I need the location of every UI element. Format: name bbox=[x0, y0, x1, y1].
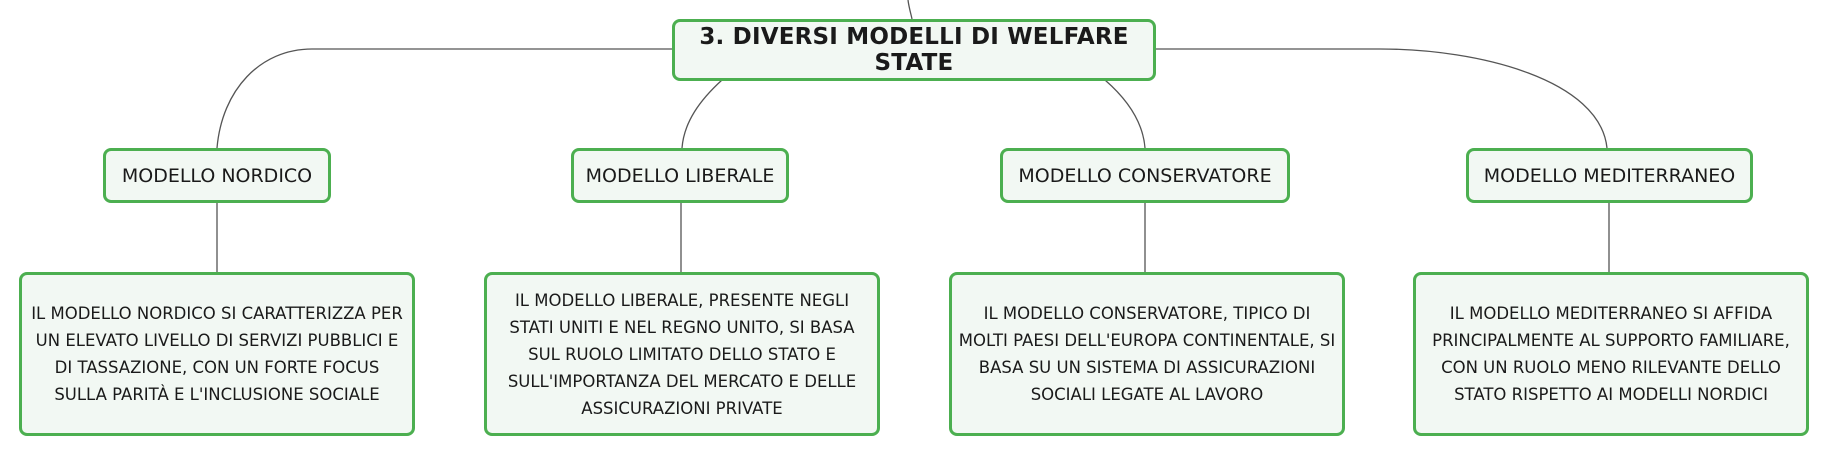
description-modello-nordico[interactable]: IL MODELLO NORDICO SI CARATTERIZZA PER U… bbox=[19, 272, 415, 436]
description-text: IL MODELLO MEDITERRANEO SI AFFIDA PRINCI… bbox=[1432, 304, 1790, 404]
topic-modello-nordico[interactable]: MODELLO NORDICO bbox=[103, 148, 331, 203]
topic-label: MODELLO NORDICO bbox=[121, 164, 313, 187]
connector-root-to-mediterraneo bbox=[1156, 48, 1608, 149]
topic-modello-mediterraneo[interactable]: MODELLO MEDITERRANEO bbox=[1466, 148, 1753, 203]
description-text: IL MODELLO CONSERVATORE, TIPICO DI MOLTI… bbox=[958, 304, 1336, 404]
description-text: IL MODELLO LIBERALE, PRESENTE NEGLI STAT… bbox=[507, 290, 857, 418]
description-modello-liberale[interactable]: IL MODELLO LIBERALE, PRESENTE NEGLI STAT… bbox=[484, 272, 880, 436]
connector-parent-to-root bbox=[907, 0, 913, 20]
description-modello-conservatore[interactable]: IL MODELLO CONSERVATORE, TIPICO DI MOLTI… bbox=[949, 272, 1345, 436]
connector-root-to-liberale bbox=[681, 79, 723, 149]
topic-label: MODELLO MEDITERRANEO bbox=[1483, 164, 1736, 187]
topic-label: MODELLO LIBERALE bbox=[585, 164, 775, 187]
root-topic-label: 3. DIVERSI MODELLI DI WELFARE STATE bbox=[699, 24, 1129, 76]
connector-root-to-nordico bbox=[216, 48, 672, 149]
topic-label: MODELLO CONSERVATORE bbox=[1018, 164, 1272, 187]
connector-root-to-conservatore bbox=[1104, 79, 1146, 149]
description-text: IL MODELLO NORDICO SI CARATTERIZZA PER U… bbox=[31, 304, 403, 404]
topic-modello-conservatore[interactable]: MODELLO CONSERVATORE bbox=[1000, 148, 1290, 203]
topic-modello-liberale[interactable]: MODELLO LIBERALE bbox=[571, 148, 789, 203]
root-topic[interactable]: 3. DIVERSI MODELLI DI WELFARE STATE bbox=[672, 19, 1156, 81]
description-modello-mediterraneo[interactable]: IL MODELLO MEDITERRANEO SI AFFIDA PRINCI… bbox=[1413, 272, 1809, 436]
